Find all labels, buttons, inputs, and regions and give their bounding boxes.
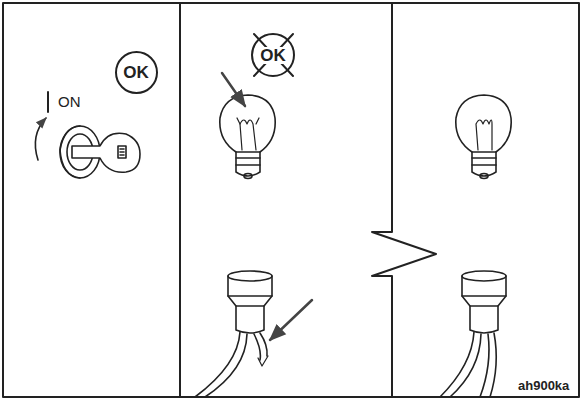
fault-arrow (222, 73, 245, 106)
faulty-socket (195, 271, 312, 397)
ignition-key (35, 92, 140, 178)
cross-mark (254, 34, 293, 76)
frame (3, 3, 579, 397)
not-ok-circle: OK (251, 33, 295, 77)
good-socket (440, 271, 506, 397)
status-mark-text: OK (259, 47, 287, 64)
fault-arrow (270, 300, 312, 340)
step-arrow-divider (372, 3, 436, 397)
switch-position-label: ON (56, 93, 83, 110)
panel-divider (179, 3, 181, 397)
faulty-bulb (220, 73, 275, 179)
figure-code: ah900ka (516, 378, 571, 393)
good-bulb (456, 95, 511, 179)
ok-circle: OK (115, 51, 158, 94)
status-mark-text: OK (122, 64, 150, 81)
